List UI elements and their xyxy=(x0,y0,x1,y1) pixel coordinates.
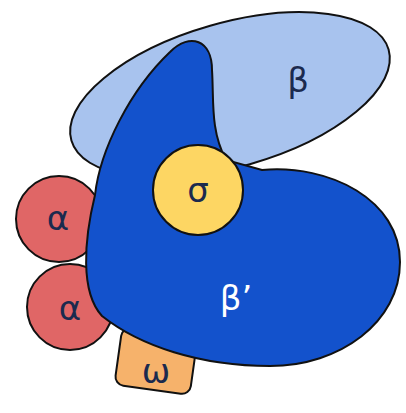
subunit-label: β’ xyxy=(220,281,253,315)
subunit-label: β xyxy=(287,63,309,97)
sigma-factor: σ xyxy=(150,142,246,238)
subunit-label: α xyxy=(47,201,69,235)
subunit-label: α xyxy=(59,291,81,325)
subunit-label: ω xyxy=(142,354,170,388)
beta-prime-subunit: β’ xyxy=(80,35,406,375)
subunit-outline xyxy=(80,35,406,375)
subunit-label: σ xyxy=(187,173,209,207)
